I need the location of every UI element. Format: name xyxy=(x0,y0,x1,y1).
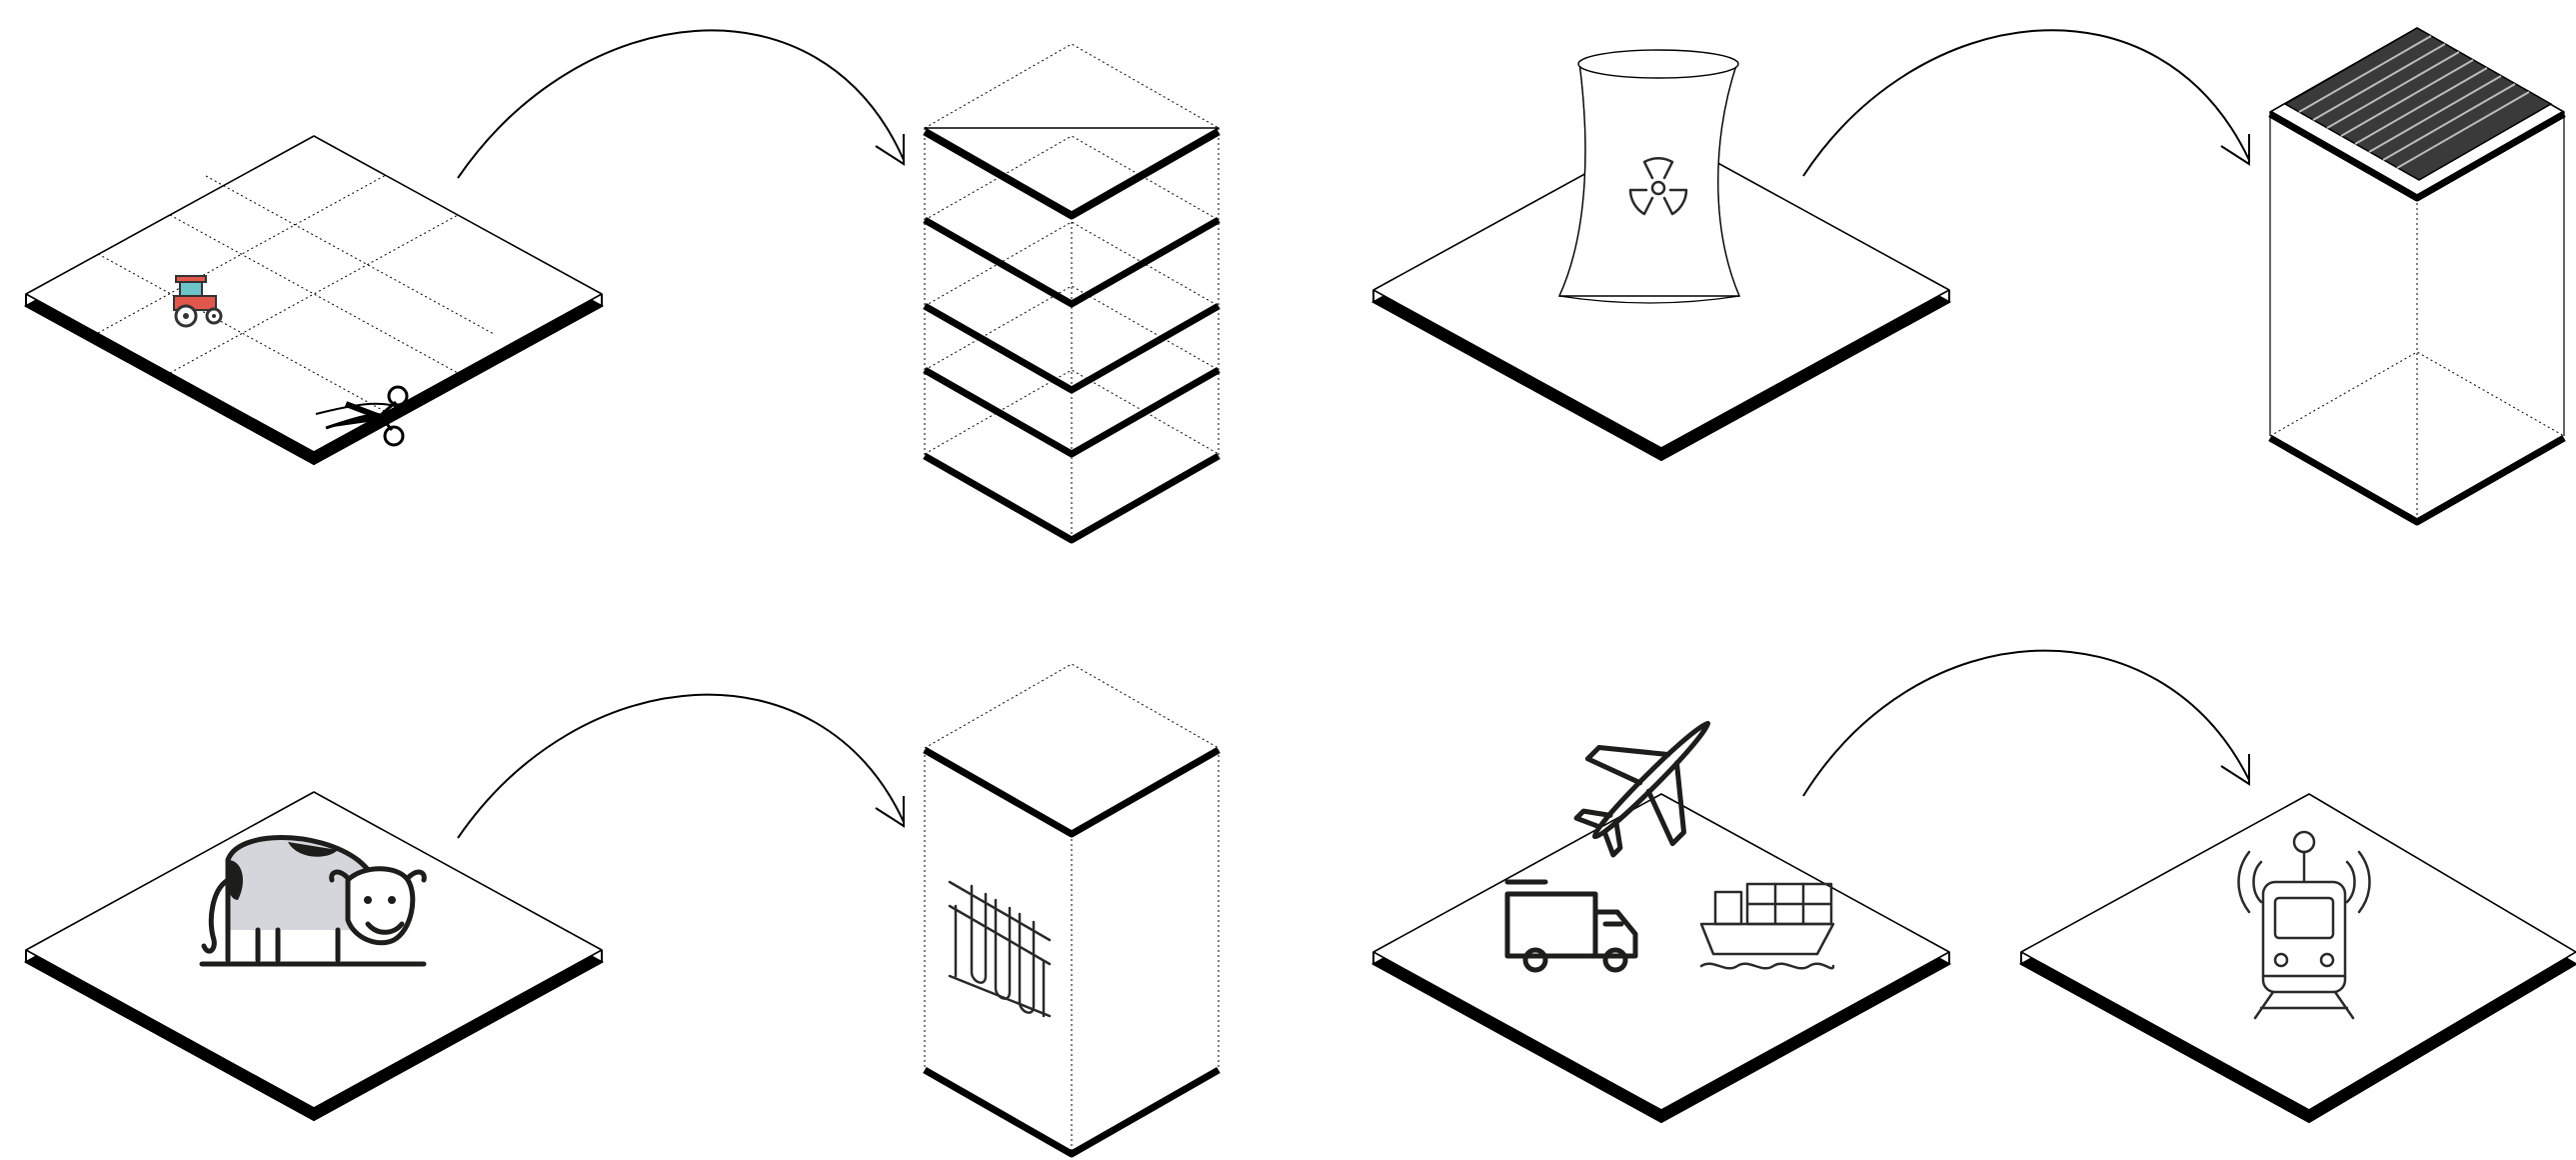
transform-arrow-3 xyxy=(458,695,904,838)
solar-panel-array xyxy=(2285,28,2551,180)
plate-top-face xyxy=(26,136,602,452)
transform-arrow-2 xyxy=(1803,30,2249,176)
arrowhead-3 xyxy=(876,796,904,826)
arrowhead-2 xyxy=(2221,134,2249,164)
stacked-floors-building xyxy=(925,44,1219,540)
lab-building xyxy=(925,664,1219,1154)
transform-arrow-1 xyxy=(458,30,904,178)
transform-arrow-4 xyxy=(1803,651,2249,796)
arrowhead-4 xyxy=(2221,754,2249,784)
cooling-tower-icon xyxy=(1559,50,1739,303)
rail-plate xyxy=(2021,794,2576,1122)
floor-slab xyxy=(925,128,1219,216)
transport-plate xyxy=(1373,794,1949,1122)
farmland-plate xyxy=(26,136,602,464)
